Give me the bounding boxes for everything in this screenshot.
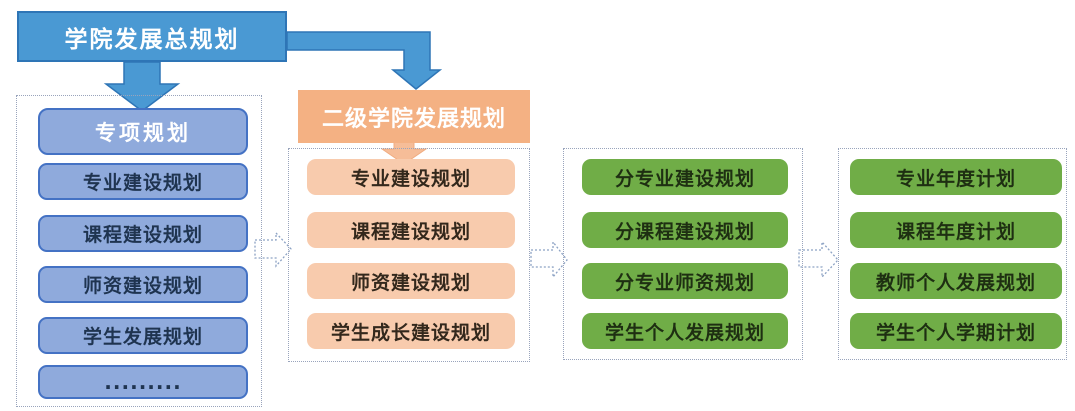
node-student-growth-plan: 学生成长建设规划 — [307, 313, 515, 349]
node-per-major-construction-plan: 分专业建设规划 — [582, 159, 788, 195]
node-master-plan: 学院发展总规划 — [17, 11, 287, 62]
node-course-annual-plan: 课程年度计划 — [850, 212, 1062, 248]
group-secondary-college-plans: 专业建设规划 课程建设规划 师资建设规划 学生成长建设规划 — [288, 148, 530, 362]
node-course-construction-plan: 课程建设规划 — [38, 215, 248, 252]
group-annual-plans: 专业年度计划 课程年度计划 教师个人发展规划 学生个人学期计划 — [838, 148, 1067, 360]
node-student-personal-dev-plan: 学生个人发展规划 — [582, 313, 788, 349]
node-ellipsis: ......... — [38, 365, 248, 399]
node-major-annual-plan: 专业年度计划 — [850, 159, 1062, 195]
node-major-construction-plan-2: 专业建设规划 — [307, 159, 515, 195]
node-per-course-construction-plan: 分课程建设规划 — [582, 212, 788, 248]
node-faculty-construction-plan: 师资建设规划 — [38, 266, 248, 303]
node-per-major-faculty-plan: 分专业师资规划 — [582, 263, 788, 299]
node-teacher-personal-dev-plan: 教师个人发展规划 — [850, 263, 1062, 299]
flow-arrow-icon — [798, 240, 839, 279]
node-student-development-plan: 学生发展规划 — [38, 317, 248, 354]
node-major-construction-plan: 专业建设规划 — [38, 163, 248, 200]
elbow-arrow-icon — [286, 31, 443, 90]
node-special-plans-header: 专项规划 — [38, 108, 248, 155]
group-special-plans: 专项规划 专业建设规划 课程建设规划 师资建设规划 学生发展规划 .......… — [16, 95, 262, 407]
node-student-semester-plan: 学生个人学期计划 — [850, 313, 1062, 349]
node-faculty-construction-plan-2: 师资建设规划 — [307, 263, 515, 299]
flow-arrow-icon — [530, 240, 568, 279]
group-per-major-plans: 分专业建设规划 分课程建设规划 分专业师资规划 学生个人发展规划 — [563, 148, 803, 360]
node-course-construction-plan-2: 课程建设规划 — [307, 212, 515, 248]
node-secondary-college-plan: 二级学院发展规划 — [298, 90, 530, 143]
